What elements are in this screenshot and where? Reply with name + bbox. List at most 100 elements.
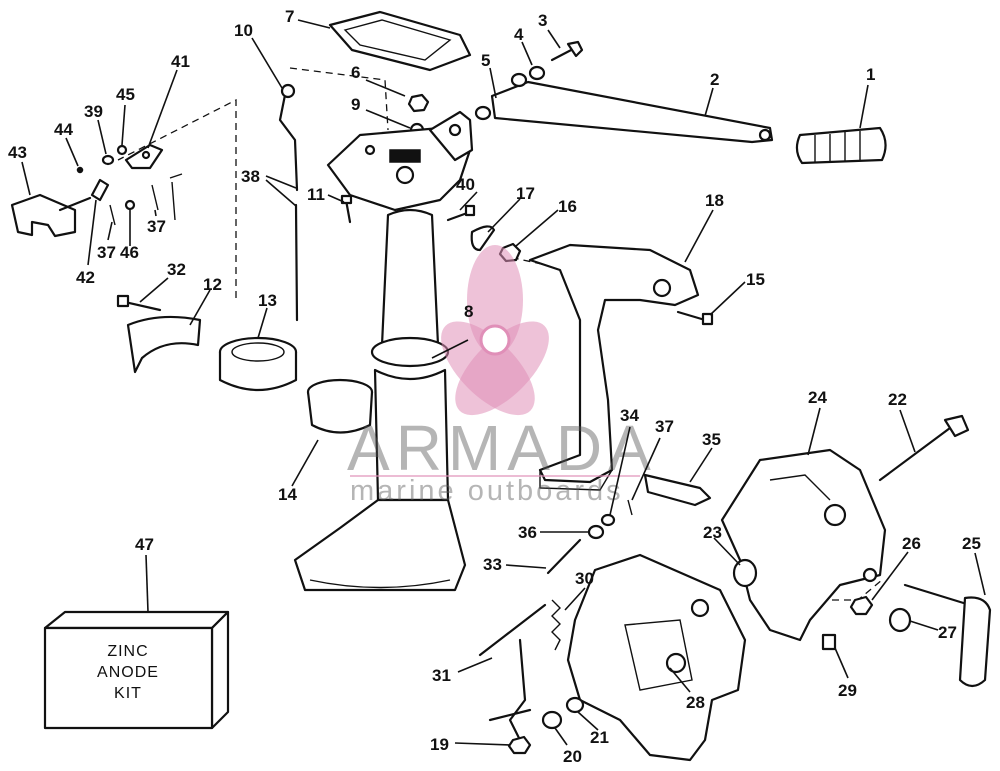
- part-cotter-34: [600, 513, 616, 527]
- callout-12: 12: [203, 275, 222, 294]
- callout-31: 31: [432, 666, 451, 685]
- part-zinc-anode-kit: ZINC ANODE KIT: [43, 610, 230, 730]
- callout-3: 3: [538, 11, 547, 30]
- part-screw-40: [446, 204, 476, 222]
- part-cotter-37a: [109, 204, 116, 226]
- callout-21: 21: [590, 728, 609, 747]
- part-washer-36: [587, 524, 605, 540]
- callout-37a: 37: [97, 243, 116, 262]
- part-long-bolt: [878, 414, 970, 482]
- callout-20: 20: [563, 747, 582, 766]
- part-washer-27: [888, 607, 912, 633]
- callout-11: 11: [307, 185, 325, 204]
- part-rod-37c: [169, 173, 183, 221]
- part-clamp-bracket: [566, 553, 747, 762]
- part-nut-19: [507, 735, 532, 755]
- callout-38: 38: [241, 167, 260, 186]
- callout-8: 8: [464, 302, 473, 321]
- part-bushing: [306, 378, 374, 434]
- callout-16: 16: [558, 197, 577, 216]
- part-washer-5b: [474, 105, 492, 121]
- callout-10: 10: [234, 21, 253, 40]
- part-clamp-handle: [10, 193, 92, 238]
- part-stern-bracket: [720, 448, 887, 642]
- callout-45: 45: [116, 85, 135, 104]
- part-screw-11: [340, 194, 353, 224]
- callout-13: 13: [258, 291, 277, 310]
- watermark-tagline: marine outboards: [350, 475, 624, 507]
- part-link-42: [90, 178, 110, 202]
- part-screw-15: [676, 310, 714, 326]
- callout-labels: 1 2 3 4 5 6 7 8 9 10 11 12 13 14 15 16 1…: [8, 7, 981, 766]
- watermark-logo: [441, 245, 549, 416]
- part-bushing-21: [565, 696, 585, 714]
- callout-19: 19: [430, 735, 449, 754]
- callout-30: 30: [575, 569, 594, 588]
- part-pin-37d: [627, 499, 633, 516]
- part-washer-5a: [510, 72, 528, 88]
- callout-15: 15: [746, 270, 765, 289]
- part-washer-20: [541, 710, 563, 730]
- callout-17: 17: [516, 184, 535, 203]
- callout-6: 6: [351, 63, 360, 82]
- part-link-plate: [124, 143, 164, 170]
- part-washer-4: [528, 65, 546, 81]
- callout-32: 32: [167, 260, 186, 279]
- part-tiller-grip: [795, 126, 887, 165]
- part-tiller-arm: [490, 80, 774, 144]
- part-swivel-bracket: [528, 243, 700, 491]
- callout-25: 25: [962, 534, 981, 553]
- callout-5: 5: [481, 51, 490, 70]
- part-clamp-screw: [903, 583, 992, 688]
- part-upper-housing-plate: [326, 110, 474, 212]
- callout-36: 36: [518, 523, 537, 542]
- part-washer-39: [101, 154, 115, 166]
- part-clamp-ring: [126, 315, 202, 374]
- callout-44: 44: [54, 120, 73, 139]
- part-tilt-lever: [478, 603, 547, 742]
- part-spring: [551, 599, 561, 651]
- callout-40: 40: [456, 175, 475, 194]
- callout-37c: 37: [655, 417, 674, 436]
- part-gasket: [328, 10, 472, 72]
- part-pin-33: [546, 538, 582, 575]
- callout-7: 7: [285, 7, 294, 26]
- callout-37b: 37: [147, 217, 166, 236]
- callout-41: 41: [171, 52, 190, 71]
- callout-34: 34: [620, 406, 639, 425]
- kit-label-line2: ANODE: [97, 664, 159, 681]
- callout-26: 26: [902, 534, 921, 553]
- callout-4: 4: [514, 25, 524, 44]
- callout-1: 1: [866, 65, 875, 84]
- callout-2: 2: [710, 70, 719, 89]
- part-washer-46: [124, 199, 136, 211]
- callout-27: 27: [938, 623, 957, 642]
- part-nut: [407, 93, 430, 113]
- callout-29: 29: [838, 681, 857, 700]
- callout-46: 46: [120, 243, 139, 262]
- part-shift-rod: [278, 83, 299, 322]
- callout-22: 22: [888, 390, 907, 409]
- callout-43: 43: [8, 143, 27, 162]
- part-pin-44: [76, 166, 84, 174]
- callout-28: 28: [686, 693, 705, 712]
- callout-18: 18: [705, 191, 724, 210]
- callout-35: 35: [702, 430, 721, 449]
- kit-label-line3: KIT: [114, 685, 142, 702]
- callout-33: 33: [483, 555, 502, 574]
- callout-23: 23: [703, 523, 722, 542]
- callout-9: 9: [351, 95, 360, 114]
- callout-47: 47: [135, 535, 154, 554]
- part-cotter-37b: [151, 184, 159, 211]
- part-pin-29: [821, 633, 837, 651]
- part-bolt-3: [550, 40, 584, 62]
- callout-24: 24: [808, 388, 827, 407]
- kit-label-line1: ZINC: [107, 643, 148, 660]
- part-washer-45: [116, 144, 128, 156]
- callout-14: 14: [278, 485, 297, 504]
- leader-lines: [21, 19, 986, 746]
- part-nut-26: [849, 595, 874, 616]
- part-bearing-ring: [218, 336, 298, 392]
- part-screw-32: [116, 294, 162, 312]
